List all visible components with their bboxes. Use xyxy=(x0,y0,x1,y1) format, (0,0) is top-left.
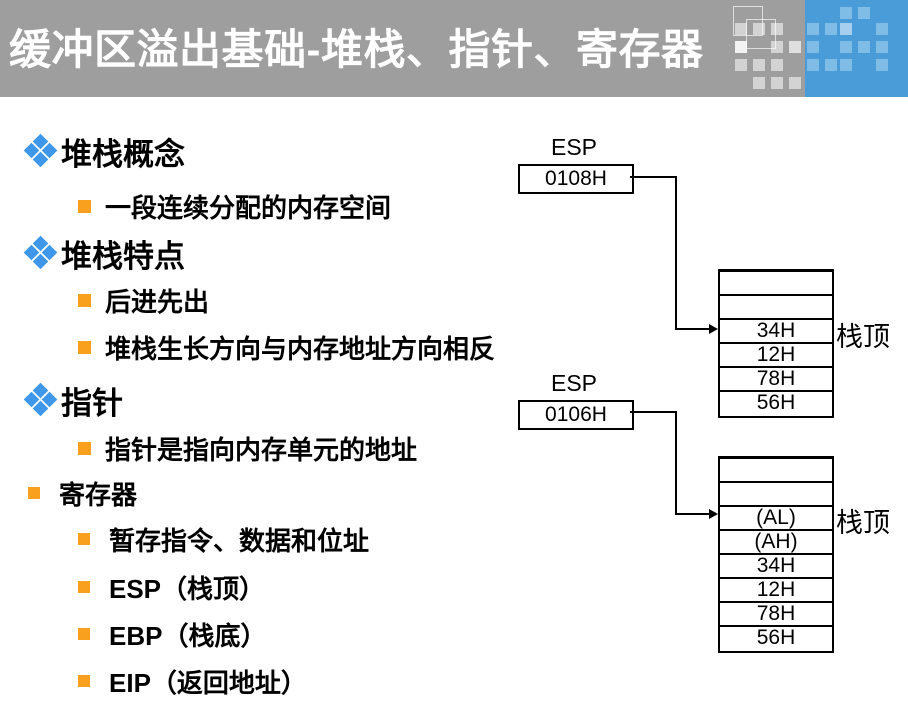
diamond-bullet-icon xyxy=(23,382,58,417)
esp-register-label-2: ESP xyxy=(550,370,598,396)
stack-cell: 56H xyxy=(756,391,796,414)
outline-item-label: 指针是指向内存单元的地址 xyxy=(105,434,418,465)
square-bullet-icon xyxy=(78,628,90,640)
arrow-icon xyxy=(709,509,718,519)
title-accent-block xyxy=(805,0,908,97)
square-bullet-icon xyxy=(78,340,91,354)
connector-line xyxy=(675,328,710,330)
outline-item: 一段连续分配的内存空间 xyxy=(78,191,391,223)
outline-item-esp: ESP（栈顶） xyxy=(78,572,265,604)
outline-item-label: 堆栈生长方向与内存地址方向相反 xyxy=(105,333,496,364)
stack-cell xyxy=(720,272,832,296)
outline-item-ebp: EBP（栈底） xyxy=(78,619,266,651)
outline-item-label: ESP（栈顶） xyxy=(109,573,266,604)
stack-cell: 78H xyxy=(720,603,832,627)
outline-item-label: 后进先出 xyxy=(105,286,210,317)
outline-item-label: 暂存指令、数据和位址 xyxy=(109,525,370,556)
outline-item-label: EIP（返回地址） xyxy=(109,667,307,698)
square-bullet-icon xyxy=(28,487,40,499)
page-title: 缓冲区溢出基础-堆栈、指针、寄存器 xyxy=(9,26,704,73)
stack-cell: (AH) xyxy=(720,531,832,555)
stack-cell: 78H xyxy=(720,368,832,392)
outline-item-label: 堆栈概念 xyxy=(61,136,185,172)
stack-cell: (AL) xyxy=(720,507,832,531)
connector-line xyxy=(630,411,677,413)
esp-register-label-1: ESP xyxy=(550,134,598,160)
title-bar: 缓冲区溢出基础-堆栈、指针、寄存器 xyxy=(0,0,908,97)
connector-line xyxy=(675,176,677,329)
square-bullet-icon xyxy=(78,581,90,593)
square-bullet-icon xyxy=(78,293,91,307)
outline-item-label: 指针 xyxy=(61,385,123,421)
stack-cell xyxy=(720,483,832,507)
stack-cell: 34H xyxy=(720,320,832,344)
square-bullet-icon xyxy=(78,675,90,687)
stack-cell: 12H xyxy=(720,344,832,368)
stack-table-2: (AL) (AH) 34H 12H 78H 56H xyxy=(718,456,834,653)
diamond-bullet-icon xyxy=(23,133,58,168)
square-bullet-icon xyxy=(78,533,90,545)
stack-cell: 34H xyxy=(720,555,832,579)
outline-item-stack-features: 堆栈特点 xyxy=(23,235,185,274)
outline-item: 暂存指令、数据和位址 xyxy=(78,524,369,556)
esp-register-box-2: 0106H xyxy=(518,400,634,430)
connector-line xyxy=(675,513,710,515)
square-bullet-icon xyxy=(78,441,91,455)
esp-register-box-1: 0108H xyxy=(518,164,634,194)
outline-item-stack-concept: 堆栈概念 xyxy=(23,133,185,172)
diamond-bullet-icon xyxy=(23,235,58,270)
arrow-icon xyxy=(709,324,718,334)
stack-top-label-2: 栈顶 xyxy=(836,508,890,539)
stack-top-label-1: 栈顶 xyxy=(836,322,890,353)
connector-line xyxy=(630,176,677,178)
outline-item-label: 一段连续分配的内存空间 xyxy=(105,192,392,223)
stack-cell: 56H xyxy=(756,626,796,649)
outline-item: 后进先出 xyxy=(78,285,209,317)
outline-item-label: 堆栈特点 xyxy=(61,238,185,274)
stack-table-1: 34H 12H 78H 56H xyxy=(718,269,834,418)
outline-item-register: 寄存器 xyxy=(28,478,137,510)
outline-item-pointer: 指针 xyxy=(23,382,123,421)
outline-item: 堆栈生长方向与内存地址方向相反 xyxy=(78,332,495,364)
connector-line xyxy=(675,411,677,515)
stack-cell: 12H xyxy=(720,579,832,603)
outline-item-eip: EIP（返回地址） xyxy=(78,666,307,698)
outline-item-label: EBP（栈底） xyxy=(109,620,267,651)
stack-cell xyxy=(720,459,832,483)
outline-item: 指针是指向内存单元的地址 xyxy=(78,433,417,465)
stack-cell xyxy=(720,296,832,320)
outline-item-label: 寄存器 xyxy=(59,479,138,510)
square-bullet-icon xyxy=(78,199,91,213)
